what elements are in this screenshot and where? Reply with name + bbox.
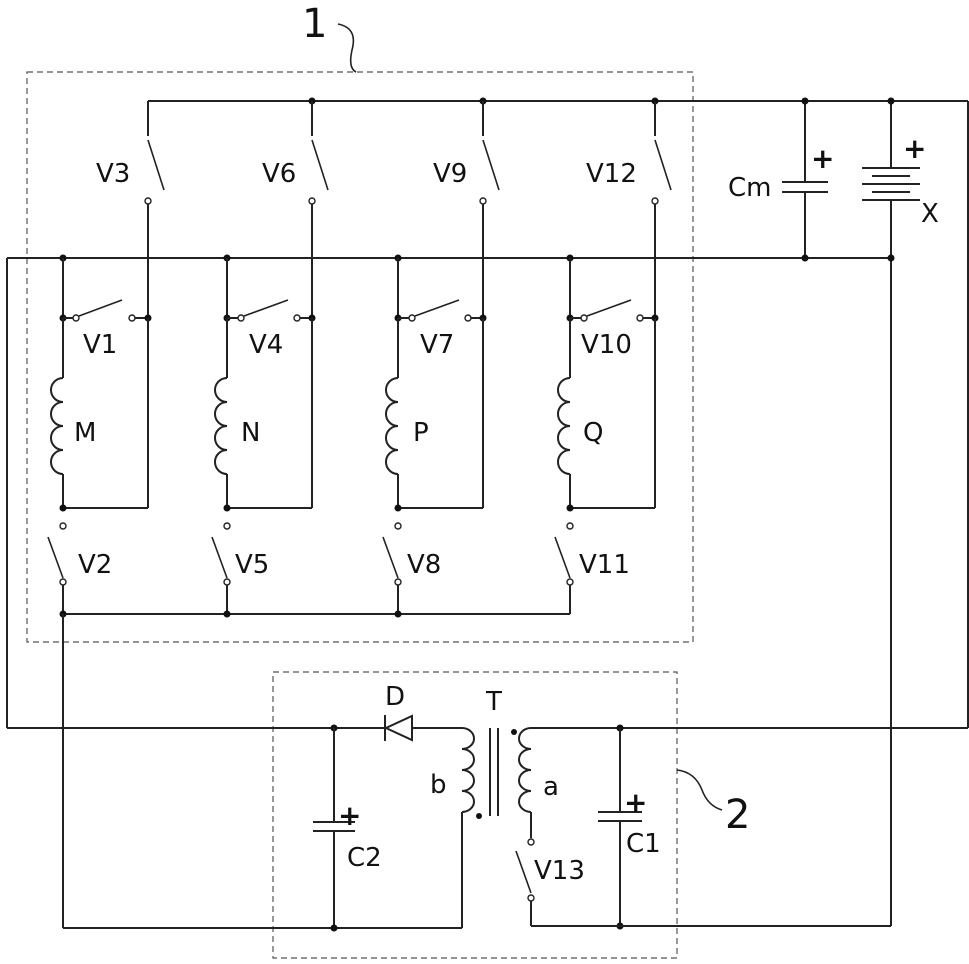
node — [888, 98, 895, 105]
v12-label: V12 — [586, 159, 637, 189]
leg-1: V3 V1 M V2 — [48, 101, 164, 614]
module-1-leader — [338, 24, 356, 72]
node — [802, 255, 809, 262]
dot-a — [511, 729, 517, 735]
v13-contact-top — [528, 839, 534, 845]
v13-contact-bottom — [528, 895, 534, 901]
winding-a — [519, 728, 531, 812]
node — [888, 255, 895, 262]
c1-label: C1 — [626, 829, 661, 859]
node — [395, 611, 402, 618]
module-2-number: 2 — [725, 792, 750, 838]
b-label: b — [430, 770, 447, 800]
x-label: X — [921, 199, 939, 229]
dot-b — [476, 813, 482, 819]
cm-plus: + — [811, 142, 834, 175]
c2-label: C2 — [347, 843, 382, 873]
inductor-p — [386, 378, 398, 474]
x-plus: + — [903, 132, 926, 165]
v13-label: V13 — [534, 856, 585, 886]
p-label: P — [413, 418, 429, 448]
node — [802, 98, 809, 105]
v2-label: V2 — [78, 550, 112, 580]
m-label: M — [74, 418, 96, 448]
c2-plus: + — [338, 799, 361, 832]
v6-label: V6 — [262, 159, 296, 189]
inductor-n — [215, 378, 227, 474]
c1-plus: + — [624, 786, 647, 819]
v7-label: V7 — [420, 330, 454, 360]
v13-blade — [516, 851, 531, 893]
v10-label: V10 — [581, 330, 632, 360]
inductor-q — [558, 378, 570, 474]
leg-4: V12 V10 Q V11 — [555, 101, 671, 614]
winding-b — [462, 728, 474, 812]
n-label: N — [241, 418, 260, 448]
v9-label: V9 — [433, 159, 467, 189]
module-1-number: 1 — [302, 1, 327, 47]
node — [224, 611, 231, 618]
leg-2: V6 V4 N V5 — [212, 101, 328, 614]
v4-label: V4 — [249, 330, 283, 360]
capacitor-c1 — [598, 725, 642, 930]
t-label: T — [485, 687, 502, 717]
q-label: Q — [583, 418, 603, 448]
cm-label: Cm — [728, 173, 771, 203]
inductor-m — [51, 378, 63, 474]
node — [331, 925, 338, 932]
v8-label: V8 — [407, 550, 441, 580]
a-label: a — [543, 772, 559, 802]
v1-label: V1 — [83, 330, 117, 360]
leg-3: V9 V7 P V8 — [383, 101, 499, 614]
v11-label: V11 — [579, 550, 630, 580]
module-2-leader — [677, 770, 722, 810]
v5-label: V5 — [235, 550, 269, 580]
v3-label: V3 — [96, 159, 130, 189]
diode-d — [385, 715, 462, 741]
d-label: D — [385, 682, 405, 712]
